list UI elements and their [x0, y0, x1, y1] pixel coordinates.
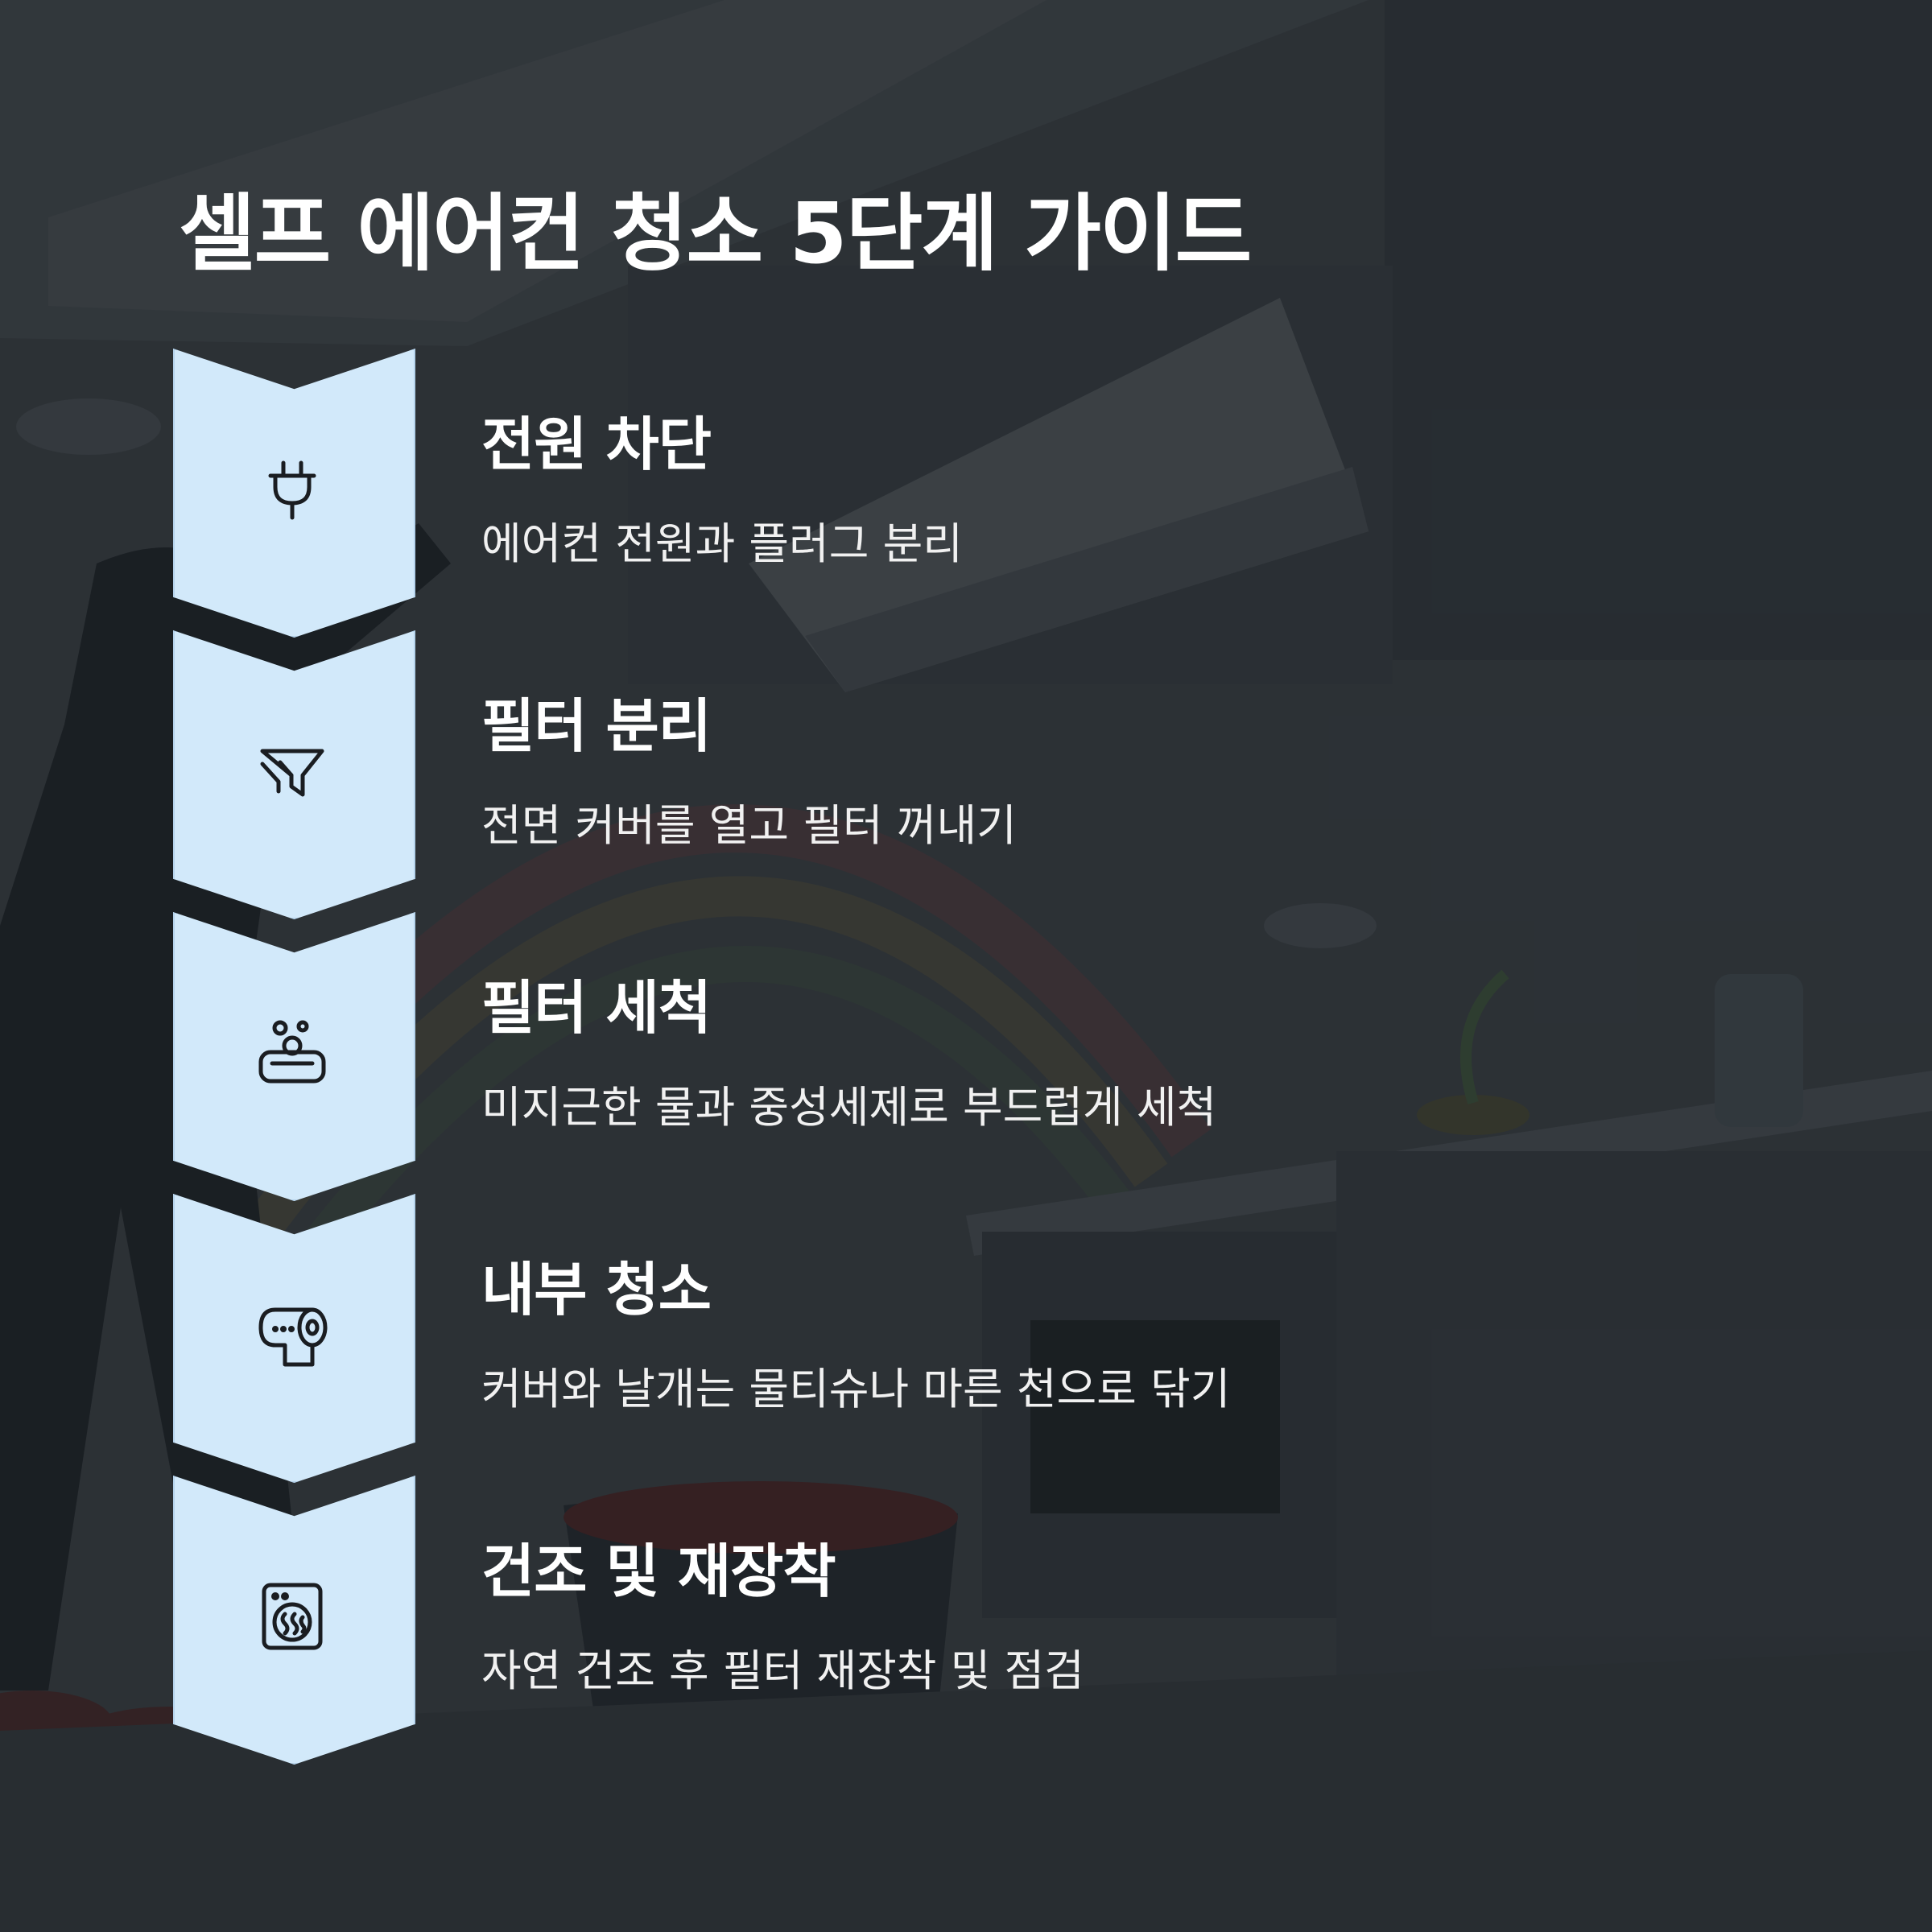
step-title: 전원 차단	[481, 411, 712, 478]
step-title: 내부 청소	[481, 1256, 712, 1323]
step-description: 커버와 날개는 물티슈나 마른 천으로 닦기	[481, 1364, 1231, 1414]
step-title: 필터 세척	[481, 974, 712, 1042]
step-chevron	[173, 349, 415, 638]
step-1: 전원 차단 에어컨 전원과 플러그 분리	[173, 349, 1622, 638]
step-title: 필터 분리	[481, 692, 712, 760]
step-chevron	[173, 912, 415, 1201]
step-3: 필터 세척 미지근한 물과 중성세제로 부드럽게 세척	[173, 912, 1622, 1202]
step-description: 자연 건조 후 필터 재장착 및 점검	[481, 1645, 1084, 1696]
step-chevron	[173, 1194, 415, 1483]
soap-icon	[256, 1017, 328, 1089]
step-title: 건조 및 재장착	[481, 1538, 836, 1605]
dryer-icon	[256, 1580, 328, 1653]
step-description: 에어컨 전원과 플러그 분리	[481, 518, 963, 569]
plug-icon	[256, 453, 328, 526]
step-chevron	[173, 630, 415, 919]
step-2: 필터 분리 전면 커버를 열고 필터 꺼내기	[173, 630, 1622, 920]
step-4: 내부 청소 커버와 날개는 물티슈나 마른 천으로 닦기	[173, 1194, 1622, 1484]
tissue-roll-icon	[256, 1298, 328, 1371]
filter-icon	[256, 735, 328, 807]
step-description: 전면 커버를 열고 필터 꺼내기	[481, 800, 1017, 851]
step-description: 미지근한 물과 중성세제로 부드럽게 세척	[481, 1082, 1217, 1133]
page-title: 셀프 에어컨 청소 5단계 가이드	[179, 184, 1252, 283]
step-5: 건조 및 재장착 자연 건조 후 필터 재장착 및 점검	[173, 1476, 1622, 1765]
